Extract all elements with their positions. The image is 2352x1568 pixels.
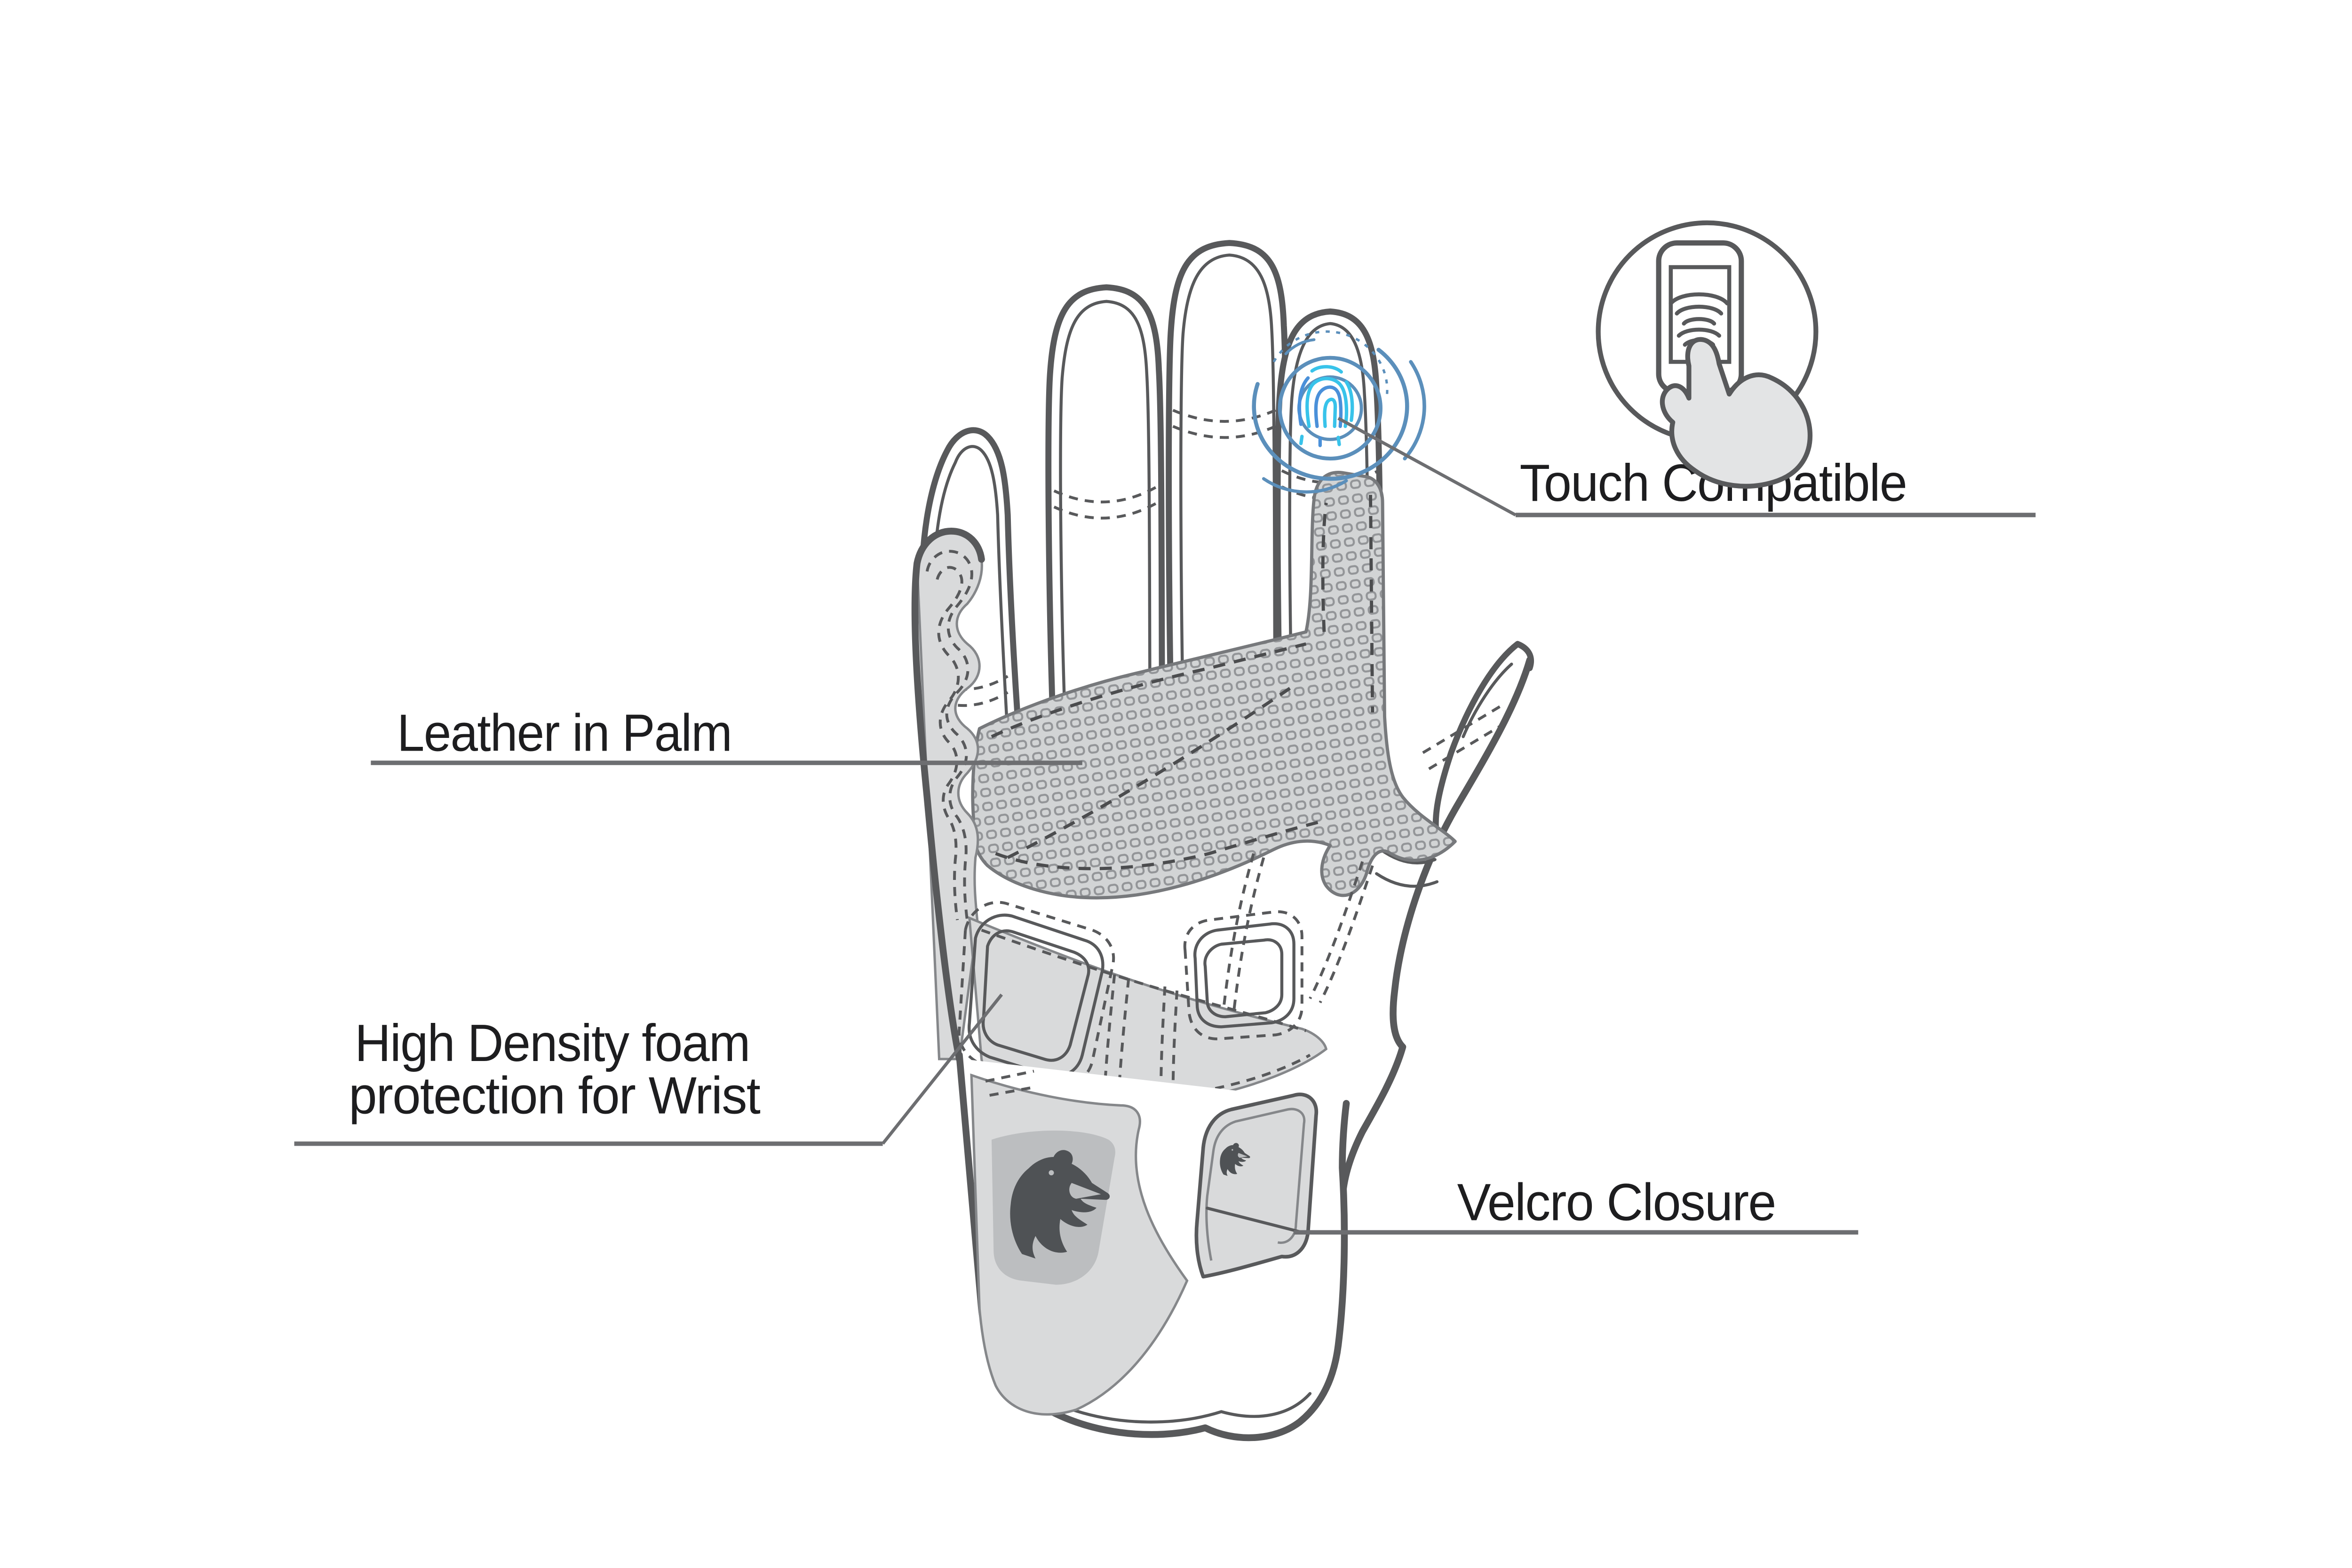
wrist-label-line1: High Density foam: [355, 1014, 750, 1072]
velcro-label: Velcro Closure: [1457, 1173, 1776, 1232]
leader-lines: [294, 417, 2036, 1235]
wrist-foam-pad-small: [1183, 910, 1303, 1040]
wrist-foam-pad-large: [957, 901, 1115, 1088]
fingerprint-icon: [1297, 365, 1354, 447]
touch-leader-line: [1337, 417, 1517, 517]
tapping-hand-icon: [1660, 337, 1813, 489]
glove-illustration: [907, 240, 1536, 1441]
palm-leather-patch: [971, 471, 1457, 900]
leather-label: Leather in Palm: [397, 703, 731, 762]
finger-ring: [1045, 284, 1166, 792]
cuff: [956, 1051, 1350, 1441]
touch-compatible-icon: [1596, 220, 1819, 489]
bear-logo-panel: [991, 1130, 1115, 1285]
cuff-panel: [970, 1069, 1189, 1416]
palm-seams: [1222, 853, 1374, 1015]
wrist-label-line2: protection for Wrist: [349, 1066, 761, 1125]
velcro-tab: [1194, 1093, 1319, 1279]
wrist-leader-line: [881, 993, 1003, 1145]
touch-ripples: [1252, 330, 1426, 494]
